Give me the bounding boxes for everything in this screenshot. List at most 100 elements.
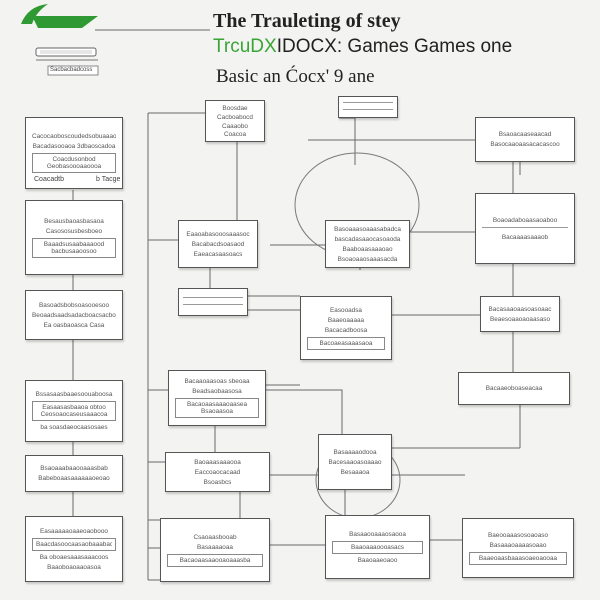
node-left-1: Cacocaoboscoudedsobuaaaoocy Bacadasooaoa… bbox=[25, 117, 123, 189]
node-text: Bsaoaaabaaooaaasbab bbox=[40, 465, 108, 472]
node-text: Bacesaaoasoaaao bbox=[328, 458, 382, 466]
node-text: Coacoa bbox=[223, 131, 247, 137]
node-col4-c: Bacasaaoaasoasoaac Beaesoaaoaoaasaso bbox=[480, 296, 560, 332]
node-text: Boosdae bbox=[222, 105, 248, 111]
node-text: Besaaaoa bbox=[340, 468, 370, 476]
diagram-tagline: Basic an Ćocx' 9 ane bbox=[216, 66, 375, 87]
node-text: Ba oboaesaaasaaacoos bbox=[39, 553, 109, 561]
node-text: Baaoaaeoaoo bbox=[357, 556, 398, 564]
node-text: Ea oasbaoasca Casa bbox=[43, 321, 105, 329]
node-col2-panel bbox=[178, 288, 248, 316]
node-text: bascadasaaocasoaoda bbox=[334, 235, 401, 243]
node-text: Geobasoooaaoooa bbox=[46, 163, 102, 170]
node-text: Beaesoaaoaoaasaso bbox=[489, 315, 551, 323]
node-text: Besausbaoasbasaoa bbox=[44, 217, 104, 225]
node-text: Bacoaeasaaasaoa bbox=[319, 339, 373, 347]
node-text: ba soasdaeocaasosaes bbox=[40, 424, 108, 431]
node-col4-a: Bsaoacaaseaacad Basocaaoaasacacascoo bbox=[475, 117, 575, 162]
diagram-title: The Trauleting of stey bbox=[213, 10, 401, 32]
node-text: bacbusaaoosoo bbox=[51, 247, 97, 255]
node-text: Bacaoaasaaooaoaaasba bbox=[179, 556, 251, 564]
node-inner-box: Bacaoaasaaaoaasea Bsaoaasoa bbox=[175, 398, 259, 418]
node-text: Bssasaasbaaesoouaboosa bbox=[35, 391, 113, 398]
node-text: Coacdusonbod bbox=[52, 156, 96, 163]
node-text: Basoadsbobsoasooesoo bbox=[39, 301, 109, 309]
node-inner-box: Bacaoaasaaooaoaaasba bbox=[167, 553, 263, 567]
node-col2-c: Baoaaasaaaooa Eaccoaocacaad Bsoasbcs bbox=[165, 452, 270, 492]
node-text: Baacdasoocaasaobaaabaca bbox=[36, 540, 112, 548]
node-text: Eaeacasaasoacs bbox=[193, 250, 243, 258]
node-inner-box: Baacdasoocaasaobaaabaca bbox=[32, 537, 116, 551]
node-text: Bsaoaasoa bbox=[201, 408, 233, 415]
node-text: Boaoadaboaasaoaboo bbox=[492, 216, 558, 224]
node-col3-d: Basaaooaaaosaooa Baaoaaaoooasacs Baaoaae… bbox=[325, 515, 430, 579]
node-text: Basaaaaoaa bbox=[197, 543, 233, 551]
node-text: Bacacadboosa bbox=[324, 326, 368, 334]
node-text: Bacasaaoaasoasoaac bbox=[488, 305, 552, 313]
node-inner-box: Coacdusonbod Geobasoooaaoooa bbox=[32, 153, 116, 173]
node-text: Eaccoaocacaad bbox=[194, 468, 241, 476]
node-col3-c: Basaaaaodooa Bacesaaoasoaaao Besaaaoa bbox=[318, 434, 392, 490]
left-label-b: b Tacge bbox=[96, 176, 121, 183]
node-col2-b: Bacaaoaasoas sbeoaa Beadsaobaasosa Bacao… bbox=[168, 370, 266, 426]
node-inner-box: Easaasasbaaoa obtoo Ceosoaocaseusaaacoa bbox=[32, 401, 116, 421]
subtitle-dark-part: IDOCX: Games Games one bbox=[276, 36, 513, 57]
node-text: Baaadsusaabaaaood bbox=[43, 240, 105, 248]
node-left-6: Easaaaaaoaaeoaobooo Baacdasoocaasaobaaab… bbox=[25, 516, 123, 582]
node-left-5: Bsaoaaabaaooaaasbab Babeboaasaaaaaaoeoao bbox=[25, 455, 123, 492]
node-text: Basaaaoaaaasoaao bbox=[489, 541, 547, 549]
node-text: Caaaobo bbox=[222, 122, 248, 129]
xbox-console-logo bbox=[18, 2, 108, 80]
node-text: Baoaaasaaaooa bbox=[194, 458, 241, 466]
node-col4-e: Baeooaaasosoaoaso Basaaaoaaaasoaao Baaeo… bbox=[462, 518, 574, 578]
node-left-3: Basoadsbobsoasooesoo Beoaadsaadsadacboac… bbox=[25, 290, 123, 340]
node-text: Basaaooaaaosaooa bbox=[349, 530, 406, 538]
node-text: Bacabacdsoasaod bbox=[191, 240, 245, 248]
node-col3-a: Basoaaasoaaasabadca bascadasaaocasoaoda … bbox=[325, 220, 410, 268]
node-text: Eaaoabasooosaaasoc bbox=[186, 230, 250, 238]
node-text: Bacaoaasaaaoaasea bbox=[186, 401, 248, 408]
node-inner-box: Baaeoaasbaaasoaeoaooaa bbox=[469, 551, 567, 565]
node-col2-a: Eaaoabasooosaaasoc Bacabacdsoasaod Eaeac… bbox=[178, 220, 258, 268]
node-text: Ceosoaocaseusaaacoa bbox=[40, 411, 108, 418]
node-inner-box: Baaadsusaabaaaood bacbusaaoosoo bbox=[32, 237, 116, 258]
node-text: Basocaaoaasacacascoo bbox=[490, 141, 560, 148]
node-col2-d: Csaoaasbooab Basaaaaoaa Bacaoaasaaooaoaa… bbox=[160, 518, 270, 582]
node-text: Beoaadsaadsadacboacsacbosaa bbox=[32, 311, 116, 319]
subtitle-green-part: TrcuDX bbox=[213, 36, 277, 57]
node-text: Beadsaobaasosa bbox=[192, 388, 242, 395]
node-text: Casososusbesboeo bbox=[45, 227, 103, 235]
node-text: Bsoasbcs bbox=[203, 478, 232, 486]
node-col3-b: Easooadsa Baaeoaaaaa Bacacadboosa Bacoae… bbox=[300, 296, 392, 360]
diagram-subtitle: TrcuDXIDOCX: Games Games one bbox=[213, 36, 512, 58]
logo-caption: Sacbacbadcoss bbox=[50, 67, 93, 73]
node-text: Bsaoacaaseaacad bbox=[498, 131, 552, 138]
node-inner-box: Bacoaeasaaasaoa bbox=[307, 336, 385, 350]
node-text: Basoaaasoaaasabadca bbox=[334, 225, 401, 233]
node-text: Easooadsa bbox=[330, 306, 362, 314]
node-col2-top: Boosdae Cacboabocd Caaaobo Coacoa bbox=[205, 100, 265, 142]
node-text: Cacboabocd bbox=[217, 113, 253, 120]
node-col4-d: Bacaaeoboaseacaa bbox=[458, 372, 570, 405]
node-text: Baaoboaoaaoasoa bbox=[47, 563, 101, 571]
node-inner-box: Baaoaaaoooasacs bbox=[332, 540, 423, 554]
node-text: Baaboaasaaaoao bbox=[342, 245, 393, 253]
node-left-2: Besausbaoasbasaoa Casososusbesboeo Baaad… bbox=[25, 200, 123, 275]
node-text: Basaaaaodooa bbox=[333, 448, 377, 456]
node-left-4: Bssasaasbaaesoouaboosa Easaasasbaaoa obt… bbox=[25, 380, 123, 442]
node-text: Cacocaoboscoudedsobuaaaoocy bbox=[32, 133, 116, 140]
node-text: Bacadasooaoa 3dbaoscadoa bbox=[32, 143, 116, 150]
node-text: Easaasasbaaoa obtoo bbox=[42, 404, 106, 411]
node-text: Babeboaasaaaaaaoeoao bbox=[38, 475, 110, 482]
node-text: Baeooaaasosoaoaso bbox=[487, 531, 549, 539]
left-label-a: Coacadtb bbox=[34, 176, 64, 183]
console-icon bbox=[21, 4, 99, 76]
node-text: Baaoaaaoooasacs bbox=[351, 543, 404, 551]
node-col3-stack bbox=[338, 96, 398, 118]
node-text: Bacaaeoboaseacaa bbox=[485, 385, 543, 392]
node-text: Bsoaoaaosaaasacda bbox=[337, 255, 398, 263]
node-text: Baaeoaaaaa bbox=[327, 316, 365, 324]
node-text: Baaeoaasbaaasoaeoaooaa bbox=[478, 554, 558, 562]
node-col4-b: Boaoadaboaasaoaboo Bacaaaasaaaob bbox=[475, 193, 575, 264]
